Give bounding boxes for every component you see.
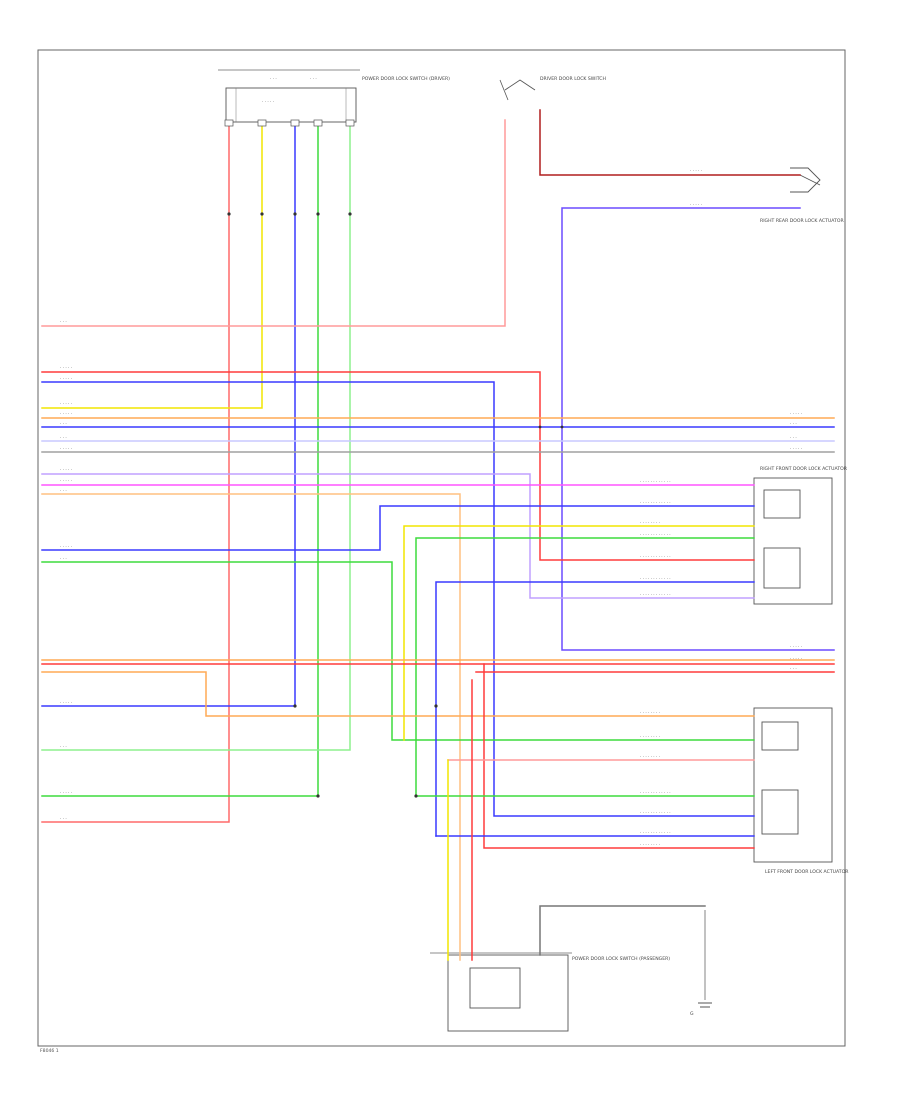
wire — [41, 473, 755, 599]
svg-text:· · ·: · · · — [270, 76, 277, 81]
top-right-switch: DRIVER DOOR LOCK SWITCH — [499, 76, 606, 101]
svg-text:· · · · · · · ·: · · · · · · · · — [640, 734, 660, 739]
wire — [41, 121, 351, 751]
left-front-actuator: LEFT FRONT DOOR LOCK ACTUATOR — [753, 707, 849, 875]
svg-text:· · · · ·: · · · · · — [262, 99, 274, 104]
wire — [41, 505, 755, 551]
wire-codes: · · · · · · · · · · · · · · · · · · · · … — [60, 168, 802, 847]
wire — [41, 121, 263, 409]
wire — [41, 671, 755, 717]
svg-text:· · · · ·: · · · · · — [690, 202, 702, 207]
svg-text:· · · · ·: · · · · · — [60, 544, 72, 549]
svg-text:· · · · · · · ·: · · · · · · · · — [640, 710, 660, 715]
svg-text:· · · · ·: · · · · · — [60, 478, 72, 483]
svg-text:· · ·: · · · — [60, 744, 67, 749]
svg-text:· · · · ·: · · · · · — [60, 411, 72, 416]
svg-text:· · · · · · · · · · · ·: · · · · · · · · · · · · — [640, 500, 671, 505]
svg-text:· · ·: · · · — [60, 556, 67, 561]
svg-text:· · · · · · · ·: · · · · · · · · — [640, 754, 660, 759]
splice-dots — [227, 212, 564, 798]
svg-text:· · · · · · · ·: · · · · · · · · — [640, 520, 660, 525]
right-front-lock-label: RIGHT FRONT DOOR LOCK ACTUATOR — [760, 466, 848, 472]
wire — [435, 581, 755, 837]
wire — [403, 525, 755, 741]
right-rear-lock-label: RIGHT REAR DOOR LOCK ACTUATOR — [760, 218, 844, 224]
svg-text:· · · · ·: · · · · · — [60, 790, 72, 795]
svg-text:· · ·: · · · — [60, 421, 67, 426]
svg-text:· · ·: · · · — [790, 666, 797, 671]
wire — [41, 121, 319, 797]
right-front-actuator: RIGHT FRONT DOOR LOCK ACTUATOR — [753, 466, 848, 605]
svg-text:· · · · · · · · · · · ·: · · · · · · · · · · · · — [640, 554, 671, 559]
wire — [41, 119, 506, 327]
wire — [561, 207, 835, 651]
wire — [41, 121, 296, 707]
svg-text:· · · · ·: · · · · · — [60, 467, 72, 472]
top-terminals — [224, 119, 355, 127]
diagram-frame — [37, 49, 846, 1047]
wire — [415, 537, 755, 797]
svg-text:· · · · ·: · · · · · — [60, 700, 72, 705]
bottom-module: POWER DOOR LOCK SWITCH (PASSENGER) — [430, 952, 670, 1032]
svg-text:· · · · · · · · · · · ·: · · · · · · · · · · · · — [640, 576, 671, 581]
wire — [41, 121, 230, 823]
top-switch: · · · · · · · · · · · POWER DOOR LOCK SW… — [218, 69, 450, 123]
svg-text:· · · · ·: · · · · · — [790, 411, 802, 416]
svg-text:· · · · ·: · · · · · — [790, 644, 802, 649]
bottom-module-label: POWER DOOR LOCK SWITCH (PASSENGER) — [572, 956, 670, 962]
svg-text:· · · · ·: · · · · · — [60, 401, 72, 406]
wire — [41, 371, 755, 561]
wire — [41, 561, 755, 741]
svg-text:· · · · · · · · · · · ·: · · · · · · · · · · · · — [640, 810, 671, 815]
svg-text:· · ·: · · · — [60, 435, 67, 440]
svg-text:· · ·: · · · — [60, 816, 67, 821]
svg-text:· · ·: · · · — [60, 488, 67, 493]
wire — [41, 493, 461, 961]
svg-text:· · ·: · · · — [790, 435, 797, 440]
svg-text:· · · · · · · · · · · ·: · · · · · · · · · · · · — [640, 592, 671, 597]
wire — [41, 381, 755, 817]
svg-text:· · ·: · · · — [60, 319, 67, 324]
svg-text:· · ·: · · · — [790, 421, 797, 426]
svg-text:· · · · ·: · · · · · — [790, 656, 802, 661]
upper-right-switch: RIGHT REAR DOOR LOCK ACTUATOR — [760, 167, 844, 224]
svg-text:· · · · · · · · · · · ·: · · · · · · · · · · · · — [640, 532, 671, 537]
ground-label: G — [690, 1011, 694, 1017]
svg-text:· · · · ·: · · · · · — [790, 446, 802, 451]
wires — [41, 109, 835, 961]
svg-text:· · ·: · · · — [310, 76, 317, 81]
svg-text:· · · · · · · · · · · ·: · · · · · · · · · · · · — [640, 830, 671, 835]
top-switch-label: POWER DOOR LOCK SWITCH (DRIVER) — [362, 76, 450, 82]
top-right-switch-label: DRIVER DOOR LOCK SWITCH — [540, 76, 606, 82]
wire — [483, 663, 755, 849]
footer-code: F8046 1 — [40, 1048, 59, 1054]
wire — [539, 109, 801, 176]
svg-text:· · · · · · · · · · · ·: · · · · · · · · · · · · — [640, 479, 671, 484]
wire — [539, 905, 706, 956]
svg-text:· · · · ·: · · · · · — [60, 365, 72, 370]
ground-symbol: G — [690, 910, 712, 1017]
svg-text:· · · · ·: · · · · · — [60, 446, 72, 451]
svg-text:· · · · · · · ·: · · · · · · · · — [640, 842, 660, 847]
left-front-lock-label: LEFT FRONT DOOR LOCK ACTUATOR — [765, 869, 849, 875]
svg-text:· · · · ·: · · · · · — [60, 376, 72, 381]
svg-text:· · · · · · · · · · · ·: · · · · · · · · · · · · — [640, 790, 671, 795]
svg-text:· · · · ·: · · · · · — [690, 168, 702, 173]
